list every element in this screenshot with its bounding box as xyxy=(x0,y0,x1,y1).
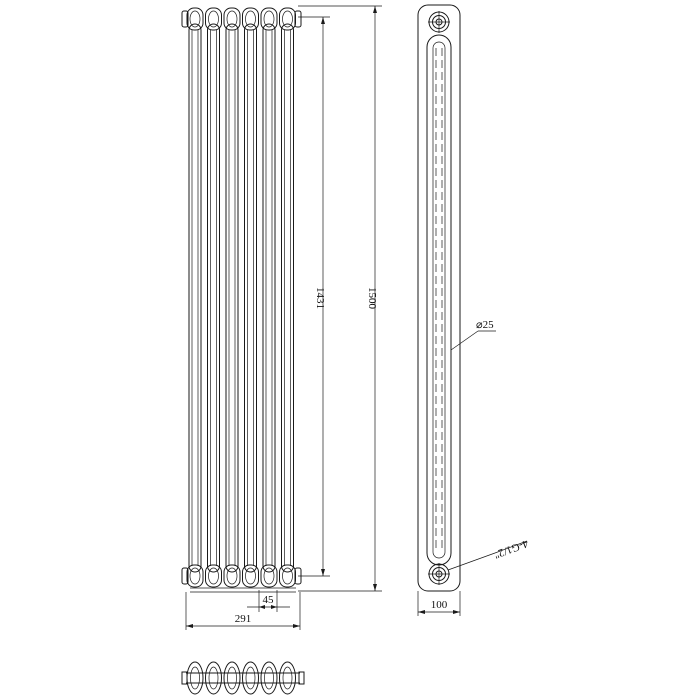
side-view: ⌀25 4-G1/2" 100 xyxy=(417,4,530,616)
radiator-column xyxy=(242,7,259,588)
overall-height-dimension: 1500 xyxy=(298,5,382,592)
top-view-lobe xyxy=(186,661,204,695)
end-cap xyxy=(181,10,189,28)
end-cap xyxy=(294,10,302,28)
radiator-column xyxy=(186,7,204,588)
overall-width-dimension: 291 xyxy=(185,592,301,630)
radiator-column xyxy=(260,7,278,588)
end-cap xyxy=(298,671,305,685)
centers-height-label: 1431 xyxy=(314,287,326,309)
end-cap xyxy=(181,567,189,585)
radiator-column xyxy=(279,7,296,588)
top-view-lobes xyxy=(181,661,305,695)
overall-width-label: 291 xyxy=(235,613,252,625)
connection-label: 4-G1/2" xyxy=(492,537,530,560)
column-pitch-dimension: 45 xyxy=(247,590,290,612)
top-connection-icon xyxy=(428,11,450,33)
top-view-lobe xyxy=(242,661,259,695)
depth-dimension: 100 xyxy=(417,591,461,616)
radiator-column xyxy=(205,7,222,588)
tube-diameter-label: ⌀25 xyxy=(476,319,494,331)
front-view: 1431 1500 45 291 xyxy=(181,5,382,630)
radiator-columns xyxy=(181,7,302,588)
top-view-lobe xyxy=(205,661,222,695)
bottom-connection-icon xyxy=(428,563,450,585)
top-view-lobe xyxy=(279,661,296,695)
depth-label: 100 xyxy=(431,599,448,611)
top-view xyxy=(181,661,305,695)
radiator-column xyxy=(223,7,241,588)
top-view-lobe xyxy=(260,661,278,695)
overall-height-label: 1500 xyxy=(366,287,378,310)
column-pitch-label: 45 xyxy=(263,594,275,606)
end-cap xyxy=(181,671,188,685)
tube-diameter-callout: ⌀25 xyxy=(450,319,496,351)
top-view-lobe xyxy=(223,661,241,695)
centers-height-dimension: 1431 xyxy=(298,16,330,577)
